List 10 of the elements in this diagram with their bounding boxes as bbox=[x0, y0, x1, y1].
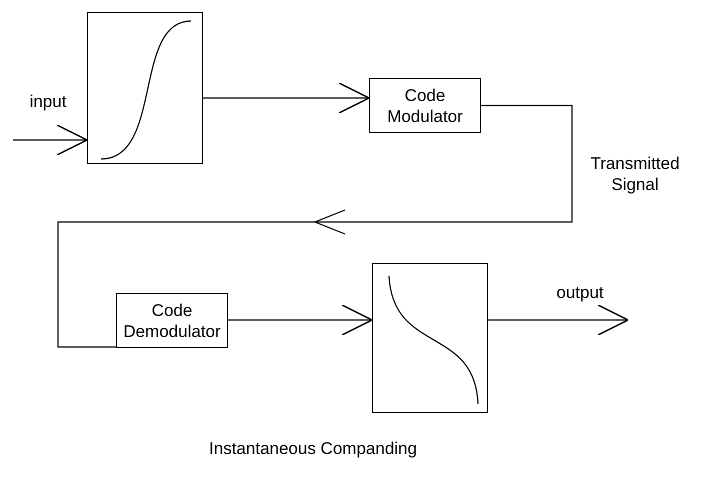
box-label: Code Modulator bbox=[386, 84, 464, 126]
function-box bbox=[87, 12, 203, 164]
box-label: Code Demodulator bbox=[122, 300, 222, 342]
arrow bbox=[228, 304, 373, 336]
function-box bbox=[372, 263, 488, 413]
arrow bbox=[13, 124, 88, 156]
arrow bbox=[203, 82, 370, 114]
arrow bbox=[488, 304, 629, 336]
process-box bbox=[116, 293, 228, 348]
process-box bbox=[369, 78, 481, 133]
